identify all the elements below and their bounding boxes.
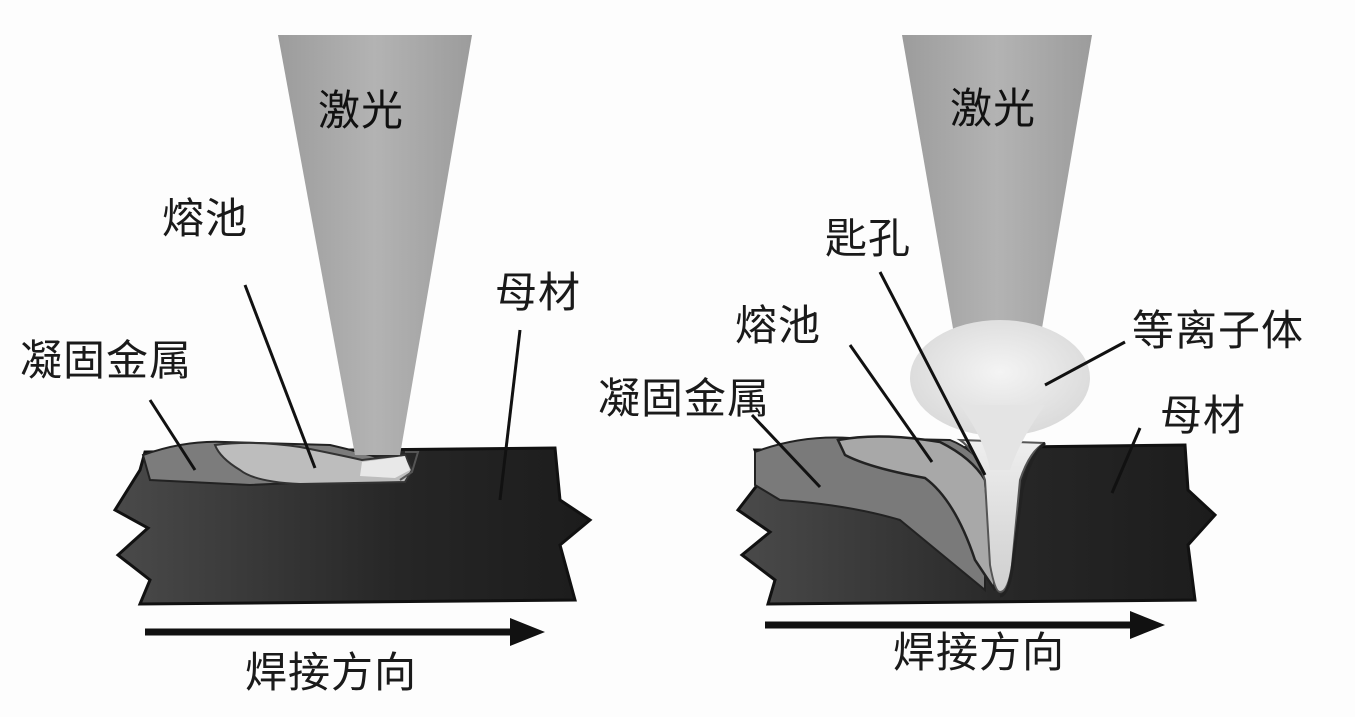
left-panel: [112, 35, 593, 646]
right-base-leader: [1110, 427, 1142, 494]
right-plasma-label: 等离子体: [1132, 306, 1305, 355]
right-pool-leader: [848, 344, 934, 463]
left-base-leader: [498, 329, 522, 501]
left-plate: [112, 446, 593, 606]
left-pool-leader: [243, 284, 317, 469]
right-panel: [735, 35, 1218, 639]
right-laser-label: 激光: [950, 84, 1037, 133]
right-direction-arrowhead: [1130, 611, 1165, 639]
right-plasma-leader: [1044, 340, 1126, 387]
left-direction-arrowhead: [510, 618, 545, 646]
right-keyhole-leader: [878, 271, 987, 476]
left-welding-direction-label: 焊接方向: [245, 648, 418, 697]
left-molten-pool-label: 熔池: [162, 194, 249, 243]
right-plasma-stem: [960, 405, 1045, 470]
right-molten-pool-label: 熔池: [735, 301, 822, 350]
right-molten-pool: [836, 435, 997, 591]
right-keyhole-wall: [999, 441, 1046, 598]
right-laser-beam: [902, 35, 1092, 340]
left-surface-groove: [399, 451, 420, 481]
left-solidified-metal-label: 凝固金属: [20, 336, 193, 385]
right-solidified-metal-label: 凝固金属: [598, 374, 771, 423]
left-laser-label: 激光: [318, 86, 405, 135]
left-base-metal-label: 母材: [495, 268, 582, 317]
right-plasma: [910, 320, 1090, 436]
left-solid-leader: [148, 399, 197, 471]
right-solid-leader: [750, 413, 822, 489]
right-welding-direction-label: 焊接方向: [893, 628, 1066, 677]
right-base-metal-label: 母材: [1160, 391, 1247, 440]
right-keyhole-label: 匙孔: [825, 214, 912, 263]
left-pool-highlight: [360, 456, 410, 478]
left-laser-beam: [278, 35, 472, 455]
